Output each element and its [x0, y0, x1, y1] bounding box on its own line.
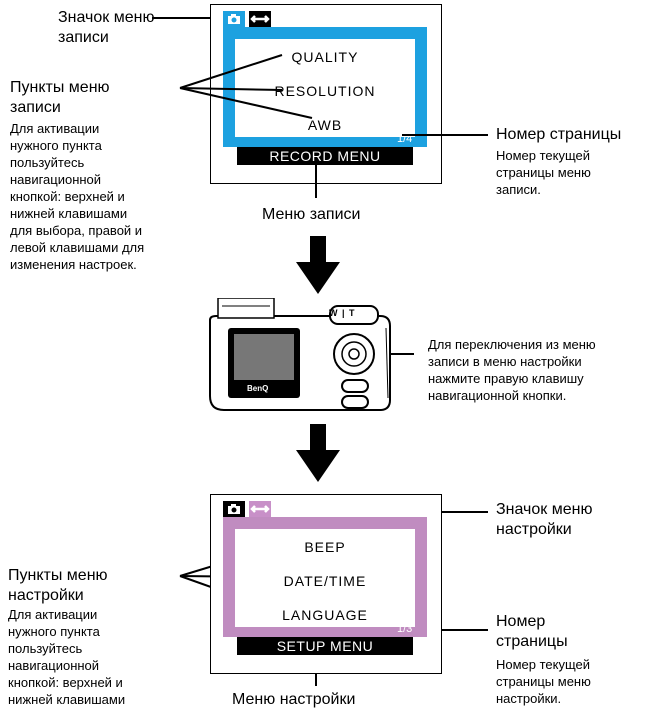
record-caption: Меню записи	[262, 206, 361, 223]
record-menu-screen: QUALITY RESOLUTION AWB 1/4 RECORD MENU	[210, 4, 442, 184]
menu-item[interactable]: DATE/TIME	[283, 573, 367, 589]
camera-icon	[228, 14, 240, 24]
setup-menu-frame: BEEP DATE/TIME LANGUAGE 1/3	[223, 517, 427, 637]
menu-item[interactable]: AWB	[307, 117, 343, 133]
menu-title-bar: SETUP MENU	[237, 637, 413, 655]
setup-tab	[249, 501, 271, 517]
zoom-label: W | T	[329, 308, 356, 318]
switch-instructions: Для переключения из меню записи в меню н…	[428, 337, 596, 403]
setup-page-desc: Номер текущей страницы меню настройки.	[496, 657, 591, 706]
menu-item[interactable]: RESOLUTION	[274, 83, 376, 99]
wrench-icon	[250, 505, 270, 513]
menu-item[interactable]: QUALITY	[291, 49, 359, 65]
wrench-icon	[250, 15, 270, 23]
down-arrow-icon	[296, 236, 340, 294]
record-items-desc: Для активации нужного пункта пользуйтесь…	[10, 121, 145, 272]
setup-items-desc: Для активации нужного пункта пользуйтесь…	[8, 607, 126, 707]
menu-item[interactable]: BEEP	[304, 539, 346, 555]
camera-illustration	[209, 298, 391, 411]
record-page-label: Номер страницы	[496, 126, 622, 143]
record-page-desc: Номер текущей страницы меню записи.	[496, 148, 591, 197]
setup-menu-screen: BEEP DATE/TIME LANGUAGE 1/3 SETUP MENU	[210, 494, 442, 674]
down-arrow-icon	[296, 424, 340, 482]
record-menu-frame: QUALITY RESOLUTION AWB 1/4	[223, 27, 427, 147]
setup-caption: Меню настройки	[232, 691, 356, 708]
brand-logo: BenQ	[247, 384, 269, 393]
menu-item[interactable]: LANGUAGE	[282, 607, 368, 623]
menu-title-bar: RECORD MENU	[237, 147, 413, 165]
camera-tab	[223, 11, 245, 27]
page-number: 1/3	[397, 623, 413, 635]
setup-menu-list: BEEP DATE/TIME LANGUAGE	[235, 529, 415, 627]
camera-icon	[228, 504, 240, 514]
record-menu-list: QUALITY RESOLUTION AWB	[235, 39, 415, 137]
camera-tab	[223, 501, 245, 517]
setup-tab	[249, 11, 271, 27]
leader-line	[152, 17, 222, 19]
